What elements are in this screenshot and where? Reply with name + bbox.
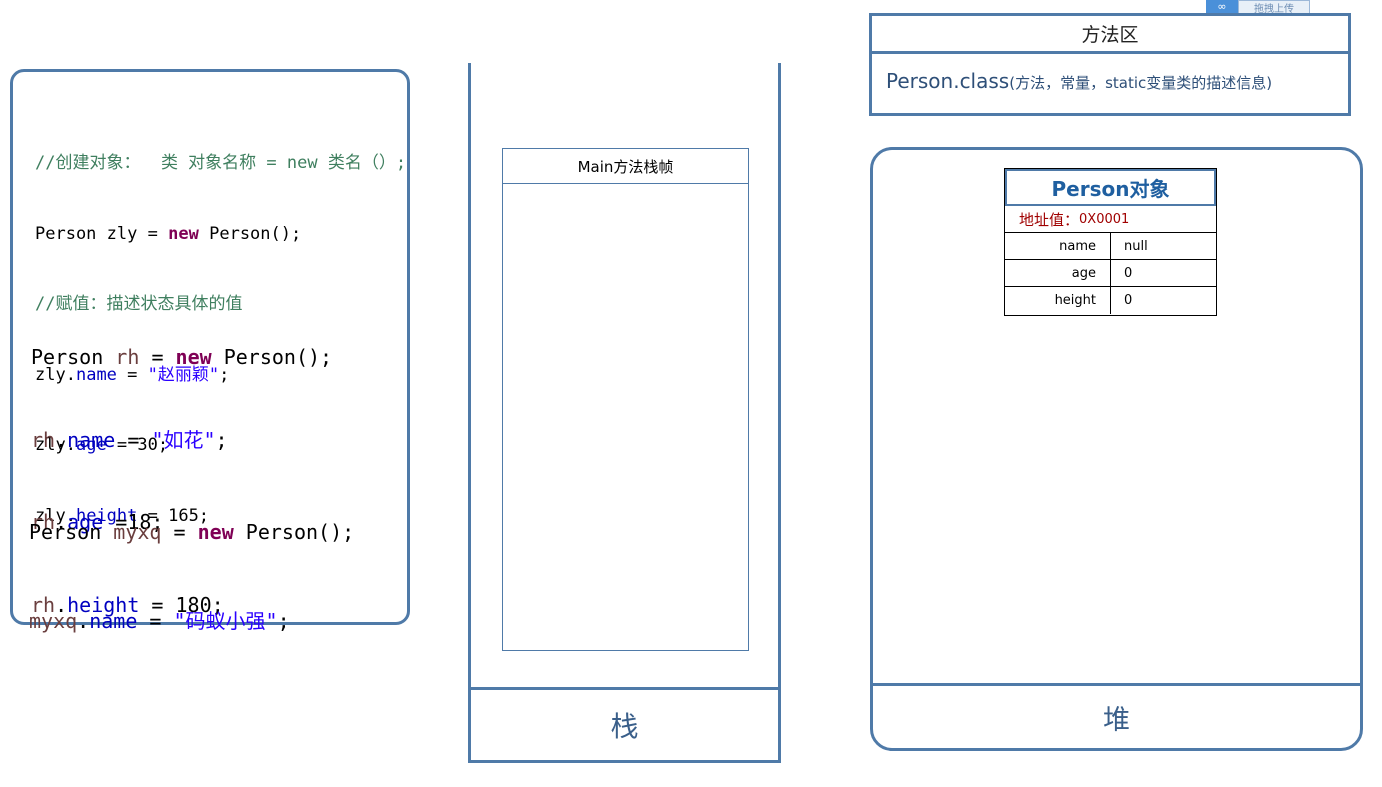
- code-operator: =: [147, 223, 158, 244]
- code-var: zly: [35, 435, 66, 455]
- code-line: myxq.name = "码蚁小强";: [29, 608, 290, 633]
- code-type: Person: [35, 223, 97, 244]
- code-comment: //创建对象： 类 对象名称 = new 类名（）;: [35, 153, 407, 173]
- code-keyword: new: [197, 520, 234, 544]
- class-name: Person.class: [886, 69, 1010, 93]
- field-value: null: [1124, 238, 1148, 254]
- code-panel: //创建对象： 类 对象名称 = new 类名（）; Person zly = …: [10, 69, 410, 633]
- field-value: 0: [1124, 265, 1133, 281]
- field-name: name: [1005, 233, 1111, 259]
- address-value: 0X0001: [1079, 211, 1130, 227]
- code-keyword: new: [175, 345, 212, 369]
- code-line: zly.age = 30;: [35, 435, 169, 455]
- stack-label: 栈: [471, 687, 778, 760]
- code-line: Person zly = new Person();: [35, 223, 406, 247]
- code-line: rh.height = 180;: [31, 592, 224, 617]
- upload-badge[interactable]: ∞ 拖拽上传: [1206, 0, 1310, 15]
- code-field: height: [75, 505, 138, 526]
- code-line: rh.name = "如花";: [31, 427, 228, 452]
- code-var: rh: [31, 592, 56, 617]
- method-area: 方法区 Person.class(方法，常量，static变量类的描述信息): [869, 13, 1351, 116]
- code-var: zly: [35, 505, 66, 526]
- code-constructor: Person();: [223, 345, 333, 369]
- stack-frame-title: Main方法栈帧: [503, 149, 748, 184]
- code-text: ;: [219, 364, 230, 385]
- method-area-title: 方法区: [872, 16, 1348, 54]
- code-string: "赵丽颖": [147, 364, 220, 385]
- code-text: ;: [215, 427, 228, 452]
- code-field: height: [67, 592, 140, 617]
- code-block-myxq: Person myxq = new Person(); myxq.name = …: [29, 459, 354, 695]
- code-line: Person myxq = new Person();: [29, 518, 354, 548]
- object-field-row: age 0: [1005, 260, 1216, 287]
- code-var: zly: [106, 223, 138, 244]
- code-text: =: [115, 427, 152, 452]
- upload-badge-label: 拖拽上传: [1238, 0, 1310, 15]
- main-stack-frame: Main方法栈帧: [502, 148, 749, 651]
- code-type: Person: [29, 520, 102, 544]
- code-field: age: [67, 510, 104, 534]
- field-value: 0: [1124, 293, 1133, 308]
- object-field-row: name null: [1005, 233, 1216, 260]
- code-text: =: [116, 364, 148, 385]
- code-operator: =: [173, 520, 186, 544]
- field-name: height: [1005, 287, 1111, 314]
- code-block-rh: Person rh = new Person(); rh.name = "如花"…: [31, 289, 332, 674]
- code-string: "码蚁小强": [173, 608, 278, 633]
- object-field-row: height 0: [1005, 287, 1216, 314]
- code-text: ;: [277, 608, 290, 633]
- code-constructor: Person();: [209, 223, 302, 244]
- code-operator: =: [151, 345, 164, 369]
- code-block-zly: //创建对象： 类 对象名称 = new 类名（）; Person zly = …: [35, 105, 406, 575]
- code-string: "如花": [151, 427, 216, 452]
- method-area-content: Person.class(方法，常量，static变量类的描述信息): [886, 69, 1272, 93]
- code-field: name: [67, 427, 116, 452]
- code-var: rh: [31, 427, 56, 452]
- code-comment: //赋值：描述状态具体的值: [35, 294, 243, 314]
- code-line: rh.age =18;: [31, 510, 164, 534]
- code-var: rh: [115, 345, 140, 369]
- code-type: Person: [31, 345, 104, 369]
- heap-area: 堆: [870, 147, 1363, 751]
- object-title: Person对象: [1005, 169, 1216, 206]
- code-constructor: Person();: [245, 520, 355, 544]
- code-line: zly.name = "赵丽颖";: [35, 364, 230, 385]
- code-var: myxq: [113, 520, 162, 544]
- code-field: name: [89, 608, 138, 633]
- object-address: 地址值：0X0001: [1005, 206, 1216, 233]
- code-text: =18;: [103, 510, 164, 534]
- code-text: = 30;: [106, 435, 169, 455]
- code-text: =: [137, 608, 174, 633]
- code-text: = 165;: [137, 505, 210, 526]
- person-object: Person对象 地址值：0X0001 name null age 0 heig…: [1004, 168, 1217, 316]
- address-label: 地址值：: [1019, 210, 1080, 229]
- code-field: name: [75, 364, 117, 385]
- code-var: rh: [31, 510, 56, 534]
- infinity-icon: ∞: [1206, 0, 1238, 14]
- code-line: Person rh = new Person();: [31, 344, 332, 372]
- code-line: zly.height = 165;: [35, 505, 210, 526]
- field-name: age: [1005, 260, 1111, 286]
- class-description: (方法，常量，static变量类的描述信息): [1009, 74, 1273, 92]
- code-var: myxq: [29, 608, 78, 633]
- heap-label: 堆: [873, 683, 1360, 748]
- stack-area: 栈: [468, 63, 781, 763]
- code-field: age: [75, 435, 107, 455]
- code-var: zly: [35, 364, 66, 385]
- code-text: = 180;: [139, 592, 224, 617]
- code-keyword: new: [168, 223, 199, 244]
